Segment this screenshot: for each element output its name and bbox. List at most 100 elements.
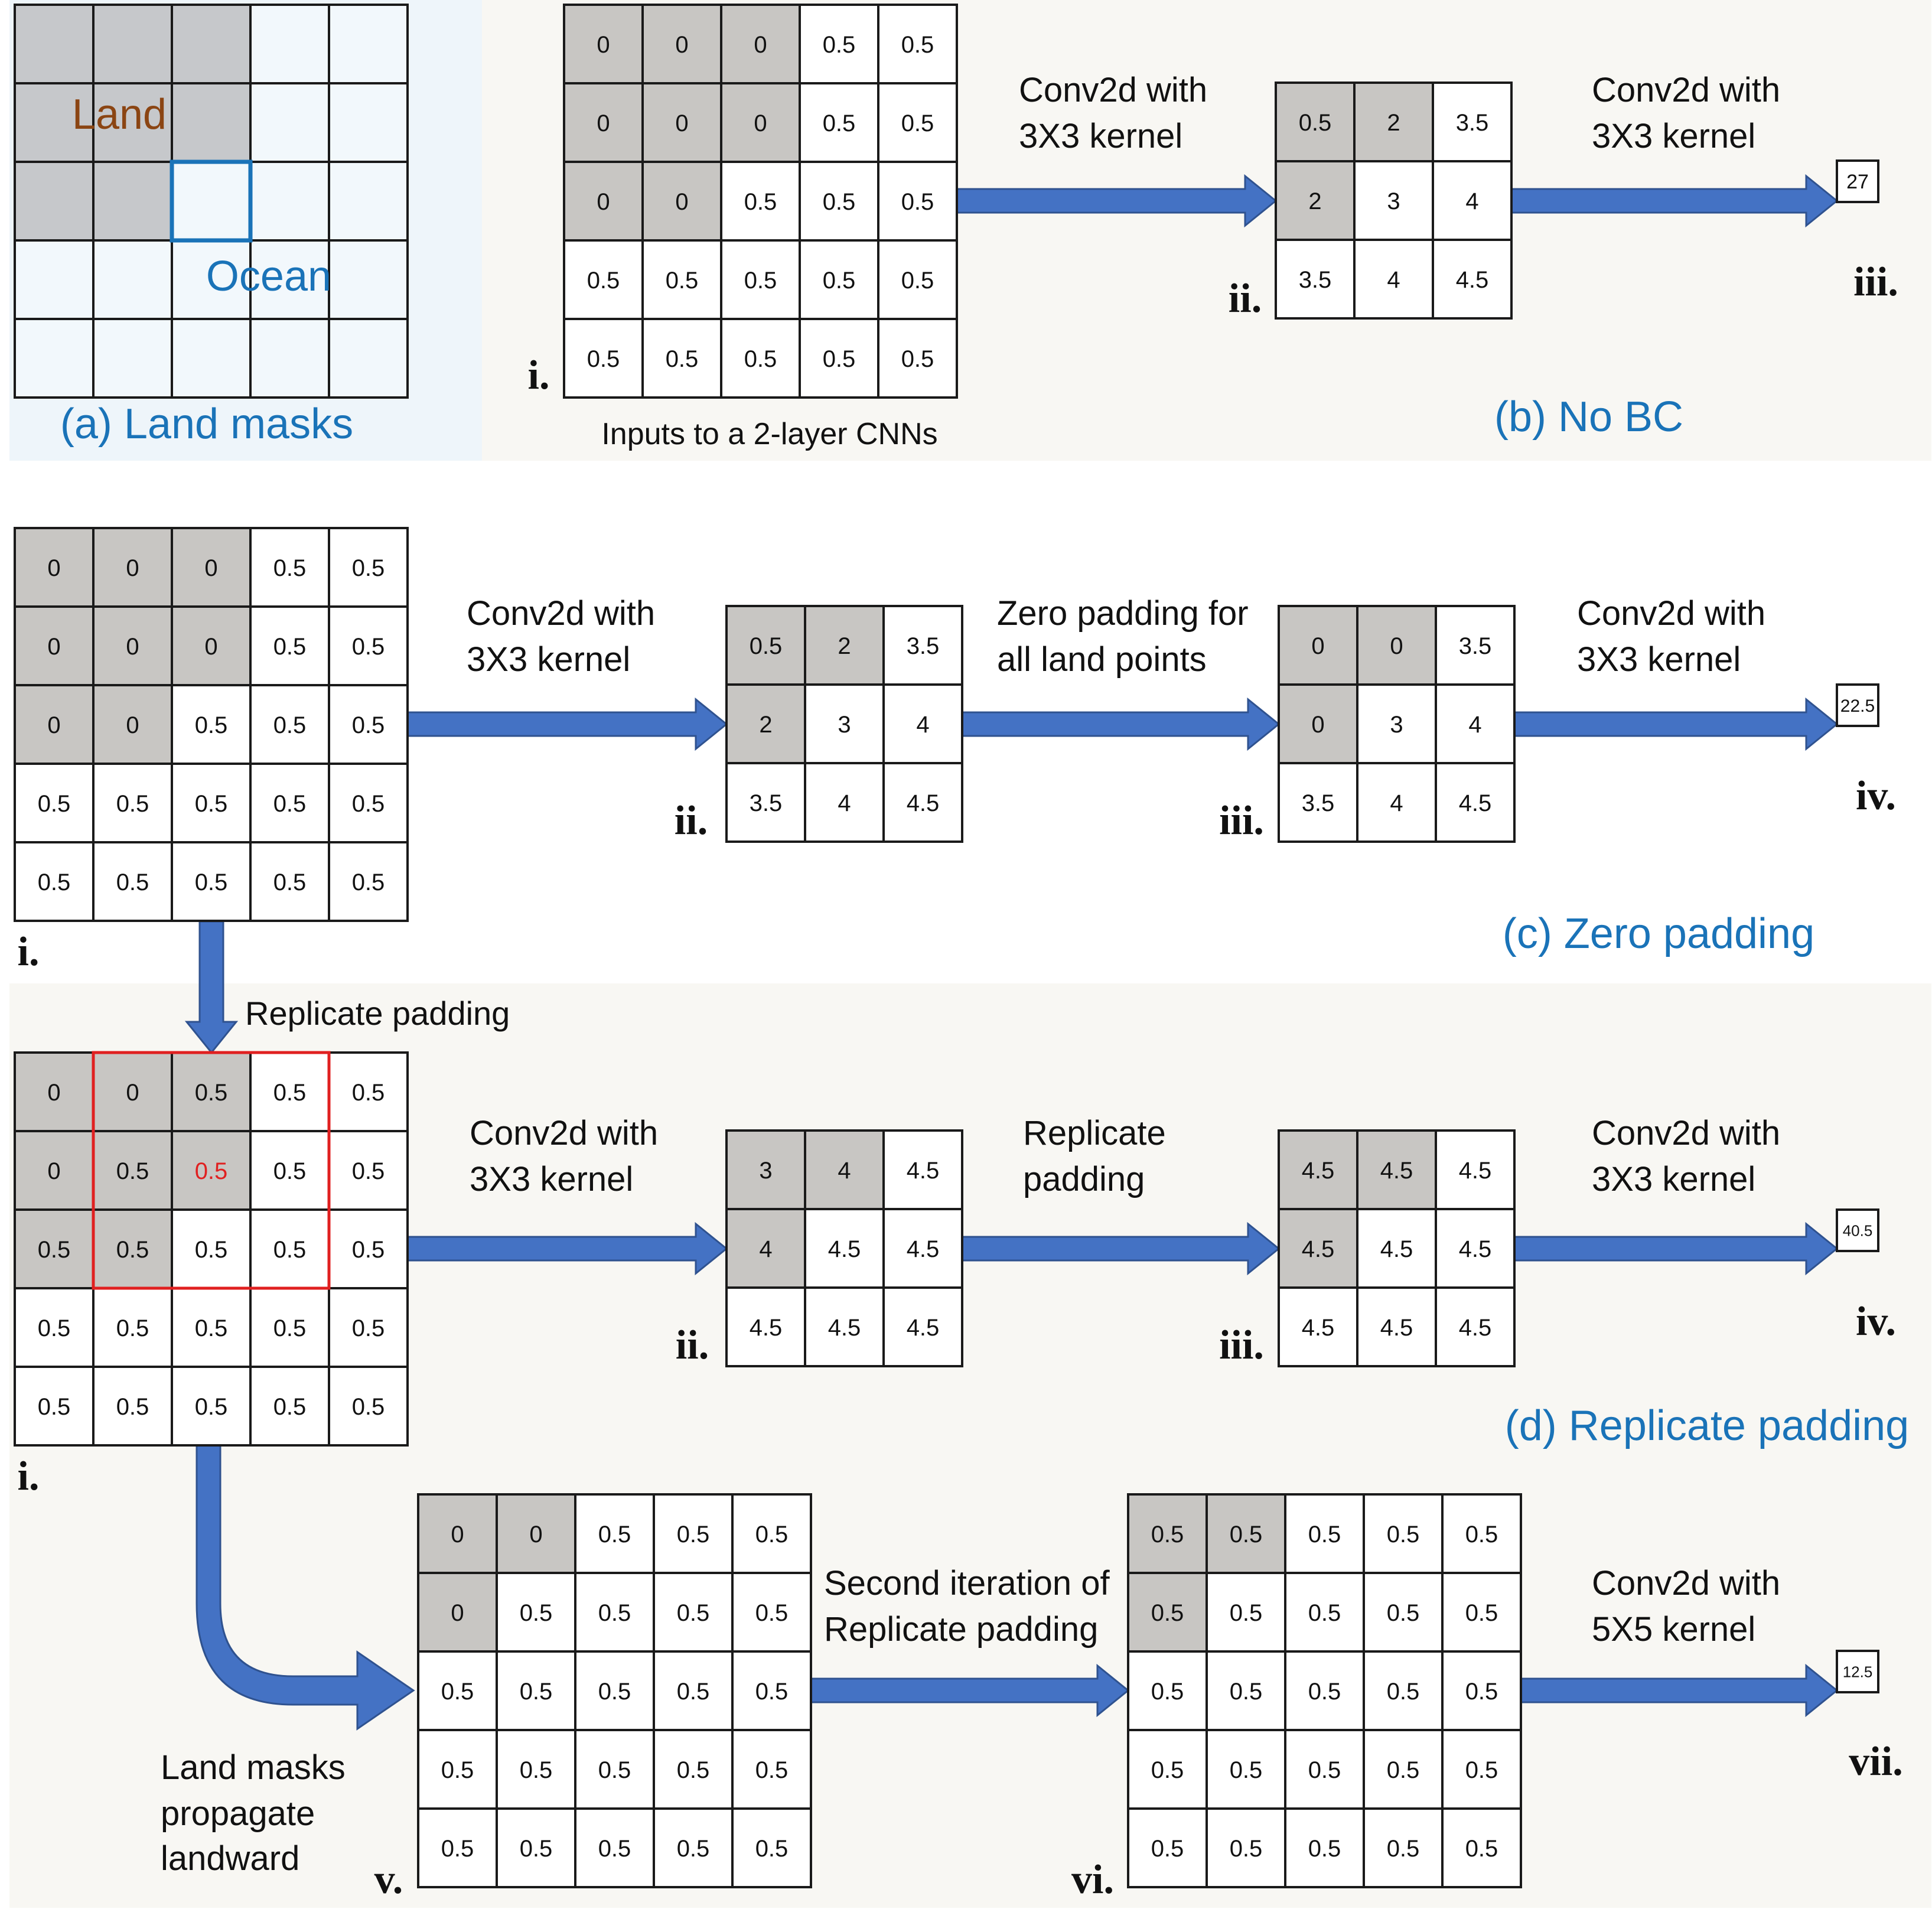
arrow-down-replicate [184,920,239,1054]
land-cell [92,527,173,608]
cell-value: 0 [675,32,688,58]
cell-value: 4.5 [907,1158,940,1184]
cell-value: 0.5 [195,1315,228,1341]
ocean-cell [882,762,963,843]
ocean-cell [1363,1729,1444,1810]
cell-value: 0.5 [195,1158,228,1184]
cell-value: 2 [1387,110,1400,136]
cell-value: 0.5 [1151,1600,1184,1626]
cell-value: 40.5 [1843,1221,1873,1239]
ocean-cell [328,841,409,922]
ocean-cell [731,1572,812,1653]
cell-value: 0.5 [38,1237,71,1263]
ocean-mask-cell [92,239,173,320]
cell-value: 0.5 [587,268,620,294]
cell-value: 0.5 [352,712,385,738]
panel-d-step4-line1: Second iteration of [824,1564,1110,1602]
ocean-cell [249,605,330,686]
ocean-cell [1836,1650,1879,1693]
ocean-cell [249,1208,330,1289]
ocean-cell [574,1807,655,1888]
cell-value: 4.5 [1302,1236,1335,1262]
propagate-line1: Land masks [161,1748,346,1787]
cell-value: 0.5 [1465,1679,1498,1705]
arrow-c-1 [406,697,728,751]
cell-value: 0.5 [598,1600,631,1626]
arrow-d-1 [406,1221,728,1276]
cell-value: 0.5 [1387,1522,1420,1548]
cell-value: 3.5 [1456,110,1489,136]
panel-b-step2-line1: Conv2d with [1592,71,1780,109]
cell-value: 0.5 [755,1679,789,1705]
cell-value: 0.5 [352,634,385,660]
ocean-cell [328,527,409,608]
cell-value: 0.5 [273,712,307,738]
panel-d-step2-line2: padding [1023,1160,1145,1198]
ocean-cell [1363,1807,1444,1888]
cell-value: 4.5 [1459,1236,1492,1262]
cell-value: 0.5 [441,1679,474,1705]
cell-value: 4 [1387,267,1400,293]
cell-value: 0.5 [1308,1679,1341,1705]
arrow-propagate-curve [196,1444,415,1731]
cell-value: 0.5 [441,1836,474,1862]
cell-value: 0 [529,1522,542,1548]
cell-value: 0.5 [116,1237,149,1263]
grid-roman-label: iv. [1856,1299,1896,1344]
cell-value: 3.5 [750,790,783,816]
propagate-line3: landward [161,1839,299,1878]
land-cell [1275,82,1356,162]
cell-value: 4 [916,712,929,738]
ocean-cell [92,1366,173,1447]
cell-value: 0.5 [195,1080,228,1106]
flow-arrows [184,174,1839,1731]
cell-value: 3.5 [907,633,940,659]
panel-c-step2-line1: Zero padding for [997,594,1249,633]
ocean-mask-cell [249,161,330,242]
cell-value: 0.5 [116,869,149,895]
cell-value: 12.5 [1843,1663,1873,1680]
cell-value: 0.5 [823,268,856,294]
cell-value: 4.5 [1459,790,1492,816]
land-mask-cell [92,4,173,84]
cell-value: 0.5 [1230,1836,1263,1862]
grid-roman-label: iii. [1219,798,1264,843]
cell-value: 0 [451,1600,464,1626]
ocean-cell [1441,1807,1522,1888]
cell-value: 0.5 [195,712,228,738]
panel-b-step1-line1: Conv2d with [1019,71,1207,109]
arrow-b-2 [1510,174,1839,228]
ocean-cell [882,605,963,686]
ocean-cell [1127,1807,1208,1888]
ocean-cell [731,1729,812,1810]
cell-value: 0.5 [823,110,856,136]
panel-d-grid-iv: 40.5 iv. [1836,1208,1896,1344]
ocean-cell [1435,605,1516,686]
ocean-cell [1836,159,1879,203]
ocean-cell [496,1807,576,1888]
ocean-cell [804,1208,885,1289]
cell-value: 0.5 [666,268,699,294]
cell-value: 0 [597,189,610,215]
ocean-cell [171,684,252,765]
cell-value: 0 [47,1158,60,1184]
cell-value: 0.5 [598,1757,631,1783]
cell-value: 0.5 [1387,1757,1420,1783]
cell-value: 0.5 [677,1757,710,1783]
ocean-cell [171,763,252,843]
cell-value: 0 [204,634,217,660]
cell-value: 4.5 [1456,267,1489,293]
panel-d-step3-line2: 3X3 kernel [1592,1160,1755,1198]
cell-value: 2 [838,633,851,659]
ocean-mask-cell [171,318,252,399]
cell-value: 0.5 [744,189,777,215]
ocean-cell [1363,1493,1444,1574]
ocean-cell [417,1729,498,1810]
land-cell [641,161,722,242]
grid-roman-label: vi. [1071,1857,1114,1903]
